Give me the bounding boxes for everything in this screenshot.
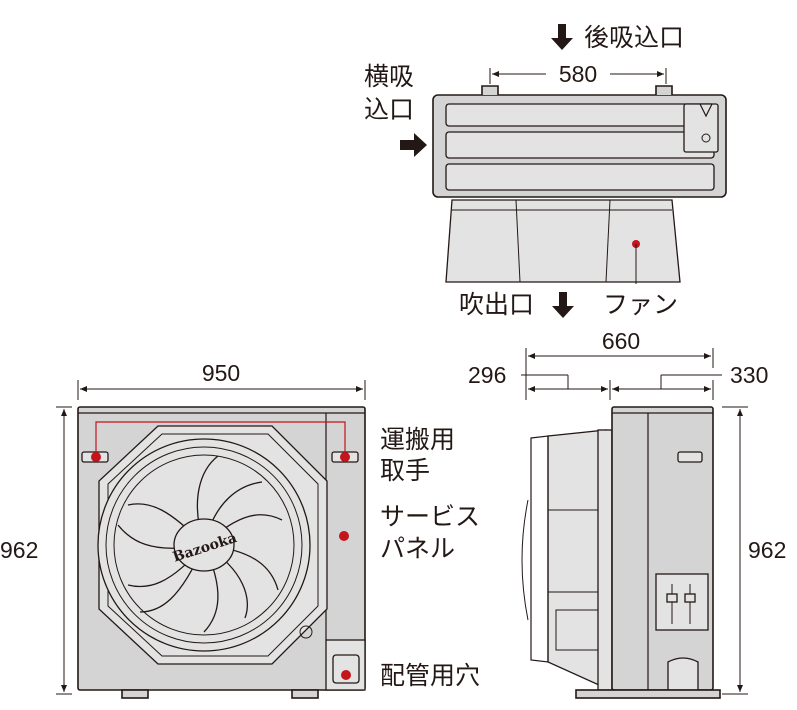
- rear-intake-arrow: [551, 24, 573, 50]
- side-body: [611, 406, 714, 691]
- front-height-dimension: 962: [0, 537, 38, 563]
- piping-hole-label: 配管用穴: [380, 661, 480, 690]
- side-valve-box: [655, 573, 709, 631]
- side-intake-label-line2: 込口: [364, 95, 414, 124]
- outlet-arrow: [552, 292, 574, 318]
- side-handle: [677, 451, 703, 463]
- side-view: 660 296 330 962: [468, 328, 786, 699]
- service-panel-dot: [339, 531, 349, 541]
- side-base: [575, 689, 721, 699]
- fan-hub: [173, 518, 235, 572]
- service-panel-label-line1: サービス: [380, 502, 480, 531]
- top-fan-shroud: [445, 199, 681, 283]
- outlet-label: 吹出口: [459, 290, 534, 319]
- handle-dot-left: [91, 452, 101, 462]
- handle-label-line2: 取手: [380, 456, 430, 485]
- handle-dot-right: [340, 452, 350, 462]
- top-view: 580 後吸込口 横吸 込口 吹出口 ファン: [364, 23, 727, 319]
- piping-hole-dot: [341, 670, 351, 680]
- top-width-dimension: 580: [559, 61, 597, 87]
- front-width-dimension: 950: [202, 360, 240, 386]
- side-intake-arrow: [400, 133, 427, 157]
- service-panel-label-line2: パネル: [380, 534, 455, 563]
- side-fan-depth-dimension: 296: [468, 362, 506, 388]
- handle-label-line1: 運搬用: [380, 425, 455, 454]
- side-depth-dimension: 660: [602, 328, 640, 354]
- front-view: 950 962: [0, 360, 366, 699]
- rear-intake-label: 後吸込口: [584, 23, 684, 52]
- side-height-dimension: 962: [748, 537, 786, 563]
- side-intake-label-line1: 横吸: [364, 62, 414, 91]
- side-body-depth-dimension: 330: [730, 362, 768, 388]
- fan-label: ファン: [603, 290, 678, 319]
